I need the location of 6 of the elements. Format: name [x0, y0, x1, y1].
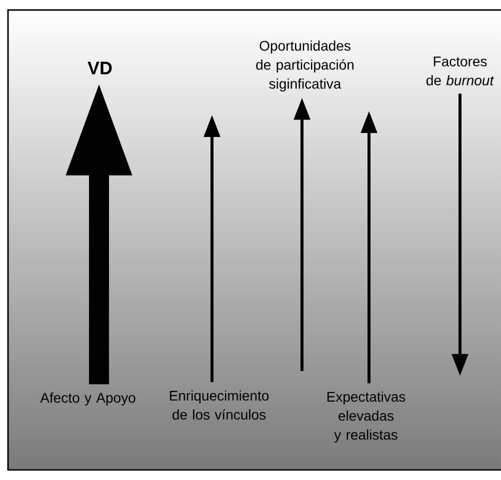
text-label: Factores de burnout — [426, 56, 494, 86]
text-label: Enriquecimiento de los vínculos — [170, 390, 269, 420]
text-label: VD — [88, 62, 112, 74]
text-label: Afecto y Apoyo — [40, 392, 136, 406]
text-label: Expectativas elevadas y realistas — [327, 391, 406, 443]
text-label: Oportunidades de participación siginficativa — [256, 40, 354, 92]
